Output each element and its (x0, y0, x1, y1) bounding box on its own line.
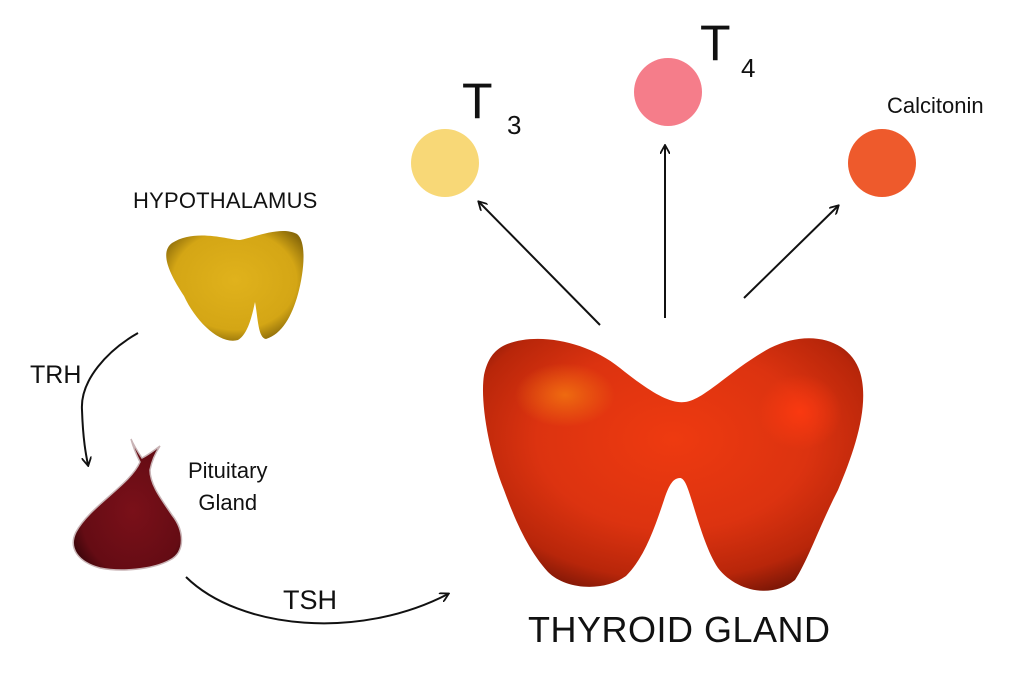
thyroid-label: THYROID GLAND (528, 609, 831, 650)
trh-label: TRH (30, 361, 82, 389)
tsh-arrow (185, 576, 448, 625)
t3-circle (411, 129, 479, 197)
calcitonin-label: Calcitonin (887, 93, 984, 118)
t3-letter: T (462, 73, 493, 129)
calcitonin-circle (848, 129, 916, 197)
t3-subscript: 3 (507, 110, 522, 140)
t3-arrow (479, 202, 601, 326)
t4-letter: T (700, 15, 731, 71)
hypothalamus-label: HYPOTHALAMUS (133, 188, 318, 213)
pituitary-label-line2: Gland (198, 490, 258, 515)
pituitary-shape (72, 438, 183, 571)
thyroid-highlight-right (758, 374, 842, 450)
tsh-label: TSH (283, 585, 337, 615)
pituitary-label: Pituitary Gland (188, 455, 267, 519)
trh-arrow (80, 332, 139, 465)
t4-subscript: 4 (741, 53, 756, 83)
t4-circle (634, 58, 702, 126)
calcitonin-arrow (743, 206, 838, 299)
pituitary-label-line1: Pituitary (188, 458, 268, 483)
hypothalamus-shape (166, 230, 304, 341)
thyroid-highlight-left (515, 363, 615, 427)
